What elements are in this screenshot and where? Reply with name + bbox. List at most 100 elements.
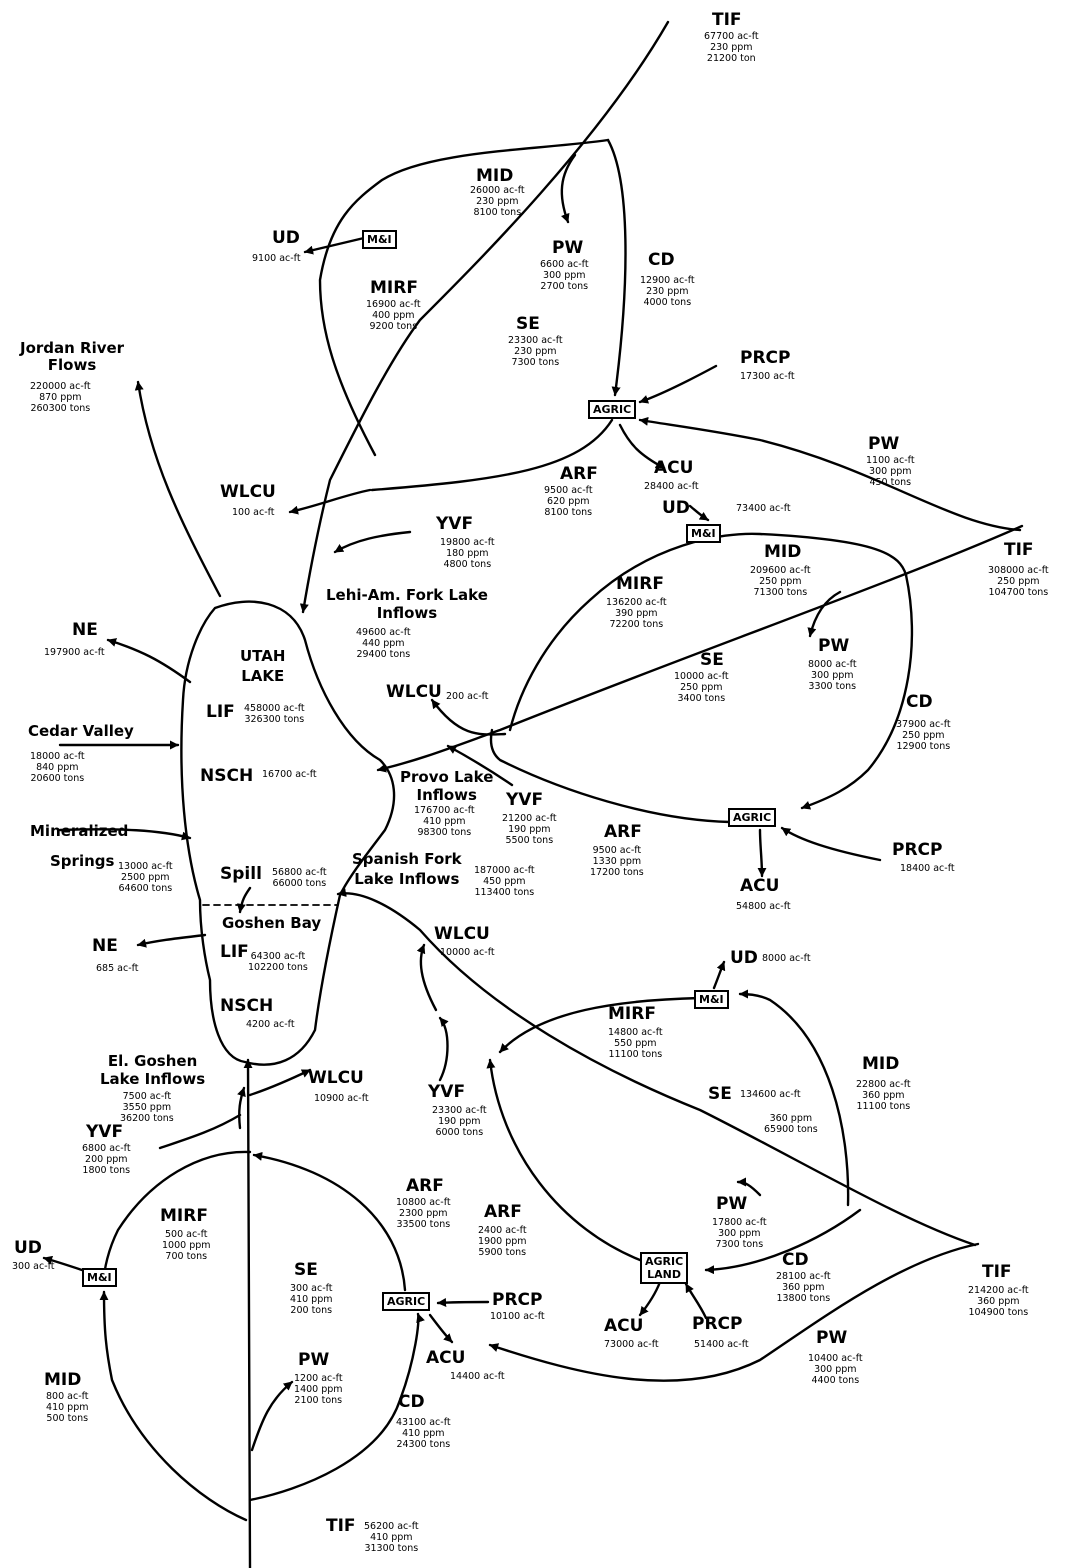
sw-pw-label: PW <box>298 1350 330 1370</box>
value-line: 180 ppm <box>446 547 489 559</box>
value-line: 36200 tons <box>120 1112 174 1124</box>
title-line: El. Goshen <box>107 1052 198 1070</box>
value-line: 2100 tons <box>294 1394 343 1406</box>
value-line: 33500 tons <box>396 1218 451 1230</box>
value-line: 390 ppm <box>615 607 658 619</box>
lake-nsch-label: NSCH <box>200 766 254 786</box>
ne2-line <box>136 933 207 948</box>
sw-acu-line <box>428 1313 454 1344</box>
value-line: 10900 ac-ft <box>314 1093 369 1104</box>
sw-se-values: 300 ac-ft 410 ppm 200 tons <box>290 1283 333 1317</box>
low-tif-label: TIF <box>982 1262 1012 1282</box>
value-line: 9500 ac-ft <box>544 485 593 496</box>
box-line: AGRIC <box>645 1255 684 1268</box>
sw-mi-box: M&I <box>82 1268 117 1287</box>
upper-cd-line <box>606 138 627 397</box>
value-line: 230 ppm <box>476 195 519 207</box>
value-line: 10400 ac-ft <box>808 1353 863 1364</box>
upper-cd-label: CD <box>648 250 675 270</box>
sw-mirf-values: 500 ac-ft 1000 ppm 700 tons <box>162 1229 211 1263</box>
sw-prcp-label: PRCP <box>492 1290 543 1310</box>
value-line: 450 ppm <box>483 875 526 887</box>
low-mirf-label: MIRF <box>608 1004 656 1024</box>
mid-pw-label: PW <box>818 636 850 656</box>
value-line: 113400 tons <box>474 886 535 898</box>
low-cd-values: 28100 ac-ft 360 ppm 13800 tons <box>776 1271 831 1305</box>
value-line: 220000 ac-ft <box>30 381 91 392</box>
value-line: 500 tons <box>46 1412 89 1424</box>
upper-acu-line <box>618 423 666 470</box>
upper-pw-label: PW <box>552 238 584 258</box>
value-line: 700 tons <box>165 1250 208 1262</box>
sw-wlcu-label: WLCU <box>308 1068 364 1088</box>
upper-mid-line <box>318 138 610 457</box>
springs-label-2: Springs <box>50 852 115 870</box>
middle-arf-line <box>489 728 732 824</box>
value-line: 260300 tons <box>30 402 91 414</box>
box-line: LAND <box>647 1268 682 1281</box>
value-line: 10800 ac-ft <box>396 1197 451 1208</box>
mid-acu-values: 54800 ac-ft <box>736 901 791 913</box>
value-line: 3300 tons <box>808 680 857 692</box>
title-line: Inflows <box>376 604 438 622</box>
value-line: 250 ppm <box>997 575 1040 587</box>
springs-values: 13000 ac-ft 2500 ppm 64600 tons <box>118 861 173 895</box>
mid-yvf-label: YVF <box>436 514 474 534</box>
sw-arf2-label: ARF <box>484 1202 522 1222</box>
value-line: 49600 ac-ft <box>356 627 411 638</box>
mid-ud-value: 73400 ac-ft <box>736 503 791 514</box>
value-line: 98300 tons <box>417 826 472 838</box>
low-pw-label: PW <box>716 1194 748 1214</box>
mid-ud-label: UD <box>662 498 690 518</box>
low-yvf-values: 23300 ac-ft 190 ppm 6000 tons <box>432 1105 487 1139</box>
value-line: 300 ppm <box>718 1227 761 1239</box>
lower-mirf-line <box>498 996 702 1054</box>
value-line: 9100 ac-ft <box>252 253 301 264</box>
upper-ud-line <box>303 236 366 255</box>
middle-prcp-line <box>780 826 882 862</box>
goshen-nsch-values: 4200 ac-ft <box>246 1019 295 1031</box>
value-line: 840 ppm <box>36 761 79 773</box>
value-line: 14800 ac-ft <box>608 1027 663 1038</box>
sw-ud-line <box>42 1255 84 1272</box>
title-line: Flows <box>47 356 97 375</box>
value-line: 360 ppm <box>862 1089 905 1101</box>
spanish-values: 187000 ac-ft 450 ppm 113400 tons <box>474 865 535 899</box>
value-line: 71300 tons <box>753 586 808 598</box>
value-line: 28400 ac-ft <box>644 481 699 492</box>
sw-cd-label: CD <box>398 1392 425 1412</box>
mid-cd-values: 37900 ac-ft 250 ppm 12900 tons <box>896 719 951 753</box>
low-pw2-label: PW <box>816 1328 848 1348</box>
value-line: 250 ppm <box>902 729 945 741</box>
value-line: 326300 tons <box>244 713 305 725</box>
mid-tif-values: 308000 ac-ft 250 ppm 104700 tons <box>988 565 1049 599</box>
spanish-title: Spanish Fork Lake Inflows <box>352 850 462 889</box>
value-line: 410 ppm <box>370 1531 413 1543</box>
value-line: 400 ppm <box>372 309 415 321</box>
value-line: 300 ac-ft <box>290 1283 333 1294</box>
mid-yvf2-values: 21200 ac-ft 190 ppm 5500 tons <box>502 813 557 847</box>
lake-nsch-value: 16700 ac-ft <box>262 769 317 780</box>
low-agric-land-box: AGRIC LAND <box>640 1252 689 1284</box>
upper-pw2-line <box>638 416 1022 532</box>
mid-yvf-values: 19800 ac-ft 180 ppm 4800 tons <box>440 537 495 571</box>
value-line: 20600 tons <box>30 772 85 784</box>
value-line: 200 ppm <box>85 1153 128 1165</box>
upper-main-river <box>299 20 670 614</box>
goshen-title: Goshen Bay <box>222 914 322 932</box>
ne2-label: NE <box>92 936 118 956</box>
sw-yvf-values: 6800 ac-ft 200 ppm 1800 tons <box>82 1143 131 1177</box>
value-line: 300 ppm <box>869 465 912 477</box>
value-line: 56800 ac-ft <box>272 867 327 878</box>
value-line: 10100 ac-ft <box>490 1311 545 1322</box>
upper-arf-label: ARF <box>560 464 598 484</box>
upper-pw2-values: 1100 ac-ft 300 ppm 450 tons <box>866 455 915 489</box>
sw-se-label: SE <box>294 1260 318 1280</box>
upper-agric-box: AGRIC <box>588 400 637 419</box>
value-line: 8100 tons <box>473 206 522 218</box>
mid-cd-label: CD <box>906 692 933 712</box>
value-line: 190 ppm <box>508 823 551 835</box>
value-line: 5900 tons <box>478 1246 527 1258</box>
upper-prcp-line <box>638 364 718 404</box>
sw-wlcu-values: 10900 ac-ft <box>314 1093 369 1105</box>
